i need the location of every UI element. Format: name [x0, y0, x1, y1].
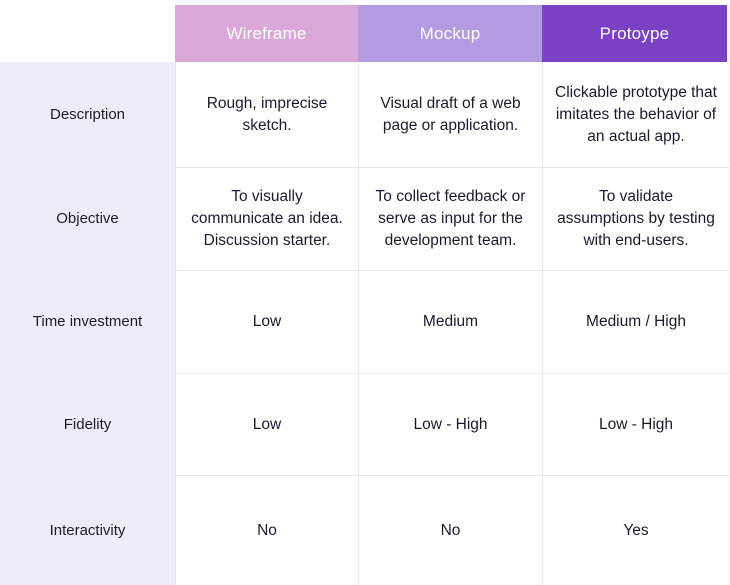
cell-description-prototype: Clickable prototype that imitates the be…: [542, 62, 730, 167]
cell-interactivity-mockup: No: [358, 475, 542, 585]
cell-description-wireframe: Rough, imprecise sketch.: [175, 62, 358, 167]
cell-time-investment-mockup: Medium: [358, 270, 542, 373]
column-header-prototype: Protoype: [542, 5, 727, 62]
row-label-objective: Objective: [0, 167, 175, 270]
cell-fidelity-mockup: Low - High: [358, 373, 542, 475]
column-header-mockup: Mockup: [358, 5, 542, 62]
cell-time-investment-wireframe: Low: [175, 270, 358, 373]
cell-time-investment-prototype: Medium / High: [542, 270, 730, 373]
row-label-time-investment: Time investment: [0, 270, 175, 373]
cell-objective-mockup: To collect feedback or serve as input fo…: [358, 167, 542, 270]
table-corner-cell: [0, 0, 175, 62]
cell-description-mockup: Visual draft of a web page or applicatio…: [358, 62, 542, 167]
row-label-fidelity: Fidelity: [0, 373, 175, 475]
cell-interactivity-prototype: Yes: [542, 475, 730, 585]
column-header-wireframe: Wireframe: [175, 5, 358, 62]
cell-fidelity-wireframe: Low: [175, 373, 358, 475]
cell-fidelity-prototype: Low - High: [542, 373, 730, 475]
cell-objective-wireframe: To visually communicate an idea. Discuss…: [175, 167, 358, 270]
row-label-description: Description: [0, 62, 175, 167]
cell-interactivity-wireframe: No: [175, 475, 358, 585]
row-label-interactivity: Interactivity: [0, 475, 175, 585]
cell-objective-prototype: To validate assumptions by testing with …: [542, 167, 730, 270]
